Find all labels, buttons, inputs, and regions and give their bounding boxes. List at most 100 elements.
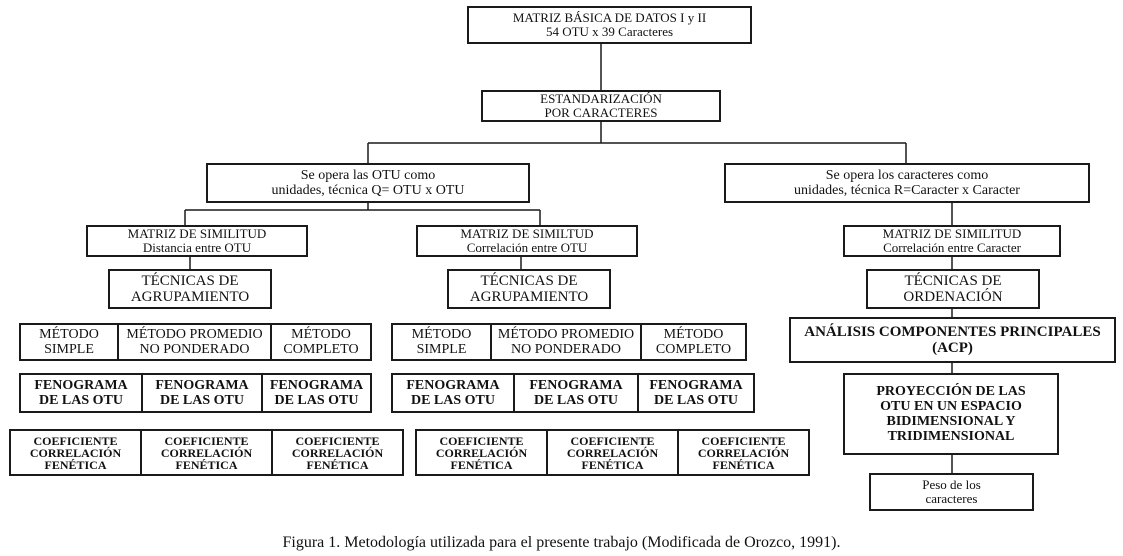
phenogram-line2: DE LAS OTU <box>653 393 739 408</box>
phenogram-line1: FENOGRAMA <box>529 377 623 393</box>
phenogram-line2: DE LAS OTU <box>533 393 619 408</box>
projection-line4: TRIDIMENSIONAL <box>887 429 1015 445</box>
right-method-simple-box: MÉTODO SIMPLE <box>391 323 492 361</box>
right-similarity-matrix-box: MATRIZ DE SIMILTUD Correlación entre OTU <box>416 225 638 257</box>
phenogram-line2: DE LAS OTU <box>38 393 124 408</box>
phenogram-line1: FENOGRAMA <box>406 377 500 393</box>
r-technique-box: Se opera los caracteres como unidades, t… <box>724 163 1090 203</box>
root-title: MATRIZ BÁSICA DE DATOS I y II <box>512 9 707 25</box>
standardization-line1: ESTANDARIZACIÓN <box>540 90 662 106</box>
coefficient-line2: CORRELACIÓN <box>291 445 384 460</box>
method-line1: MÉTODO <box>663 326 724 342</box>
weight-line1: Peso de los <box>922 476 981 492</box>
method-line2: NO PONDERADO <box>510 342 622 357</box>
right-coefficient-1-box: COEFICIENTE CORRELACIÓN FENÉTICA <box>415 429 548 476</box>
right-phenogram-3-box: FENOGRAMA DE LAS OTU <box>637 373 755 413</box>
left-grouping-technique-box: TÉCNICAS DE AGRUPAMIENTO <box>108 269 272 309</box>
phenogram-line2: DE LAS OTU <box>274 393 359 408</box>
root-subtitle: 54 OTU x 39 Caracteres <box>545 24 674 39</box>
phenogram-line1: FENOGRAMA <box>34 377 128 393</box>
coefficient-line1: COEFICIENTE <box>701 433 786 448</box>
phenogram-line1: FENOGRAMA <box>649 377 743 393</box>
method-line1: MÉTODO <box>291 326 351 342</box>
right-grouping-technique-box: TÉCNICAS DE AGRUPAMIENTO <box>447 269 611 309</box>
r-matrix-line2: Correlación entre Caracter <box>883 240 1021 255</box>
coefficient-line1: COEFICIENTE <box>439 433 524 448</box>
coefficient-line3: FENÉTICA <box>44 457 107 472</box>
standardization-box: ESTANDARIZACIÓN POR CARACTERES <box>481 90 721 122</box>
right-phenogram-2-box: FENOGRAMA DE LAS OTU <box>513 373 639 413</box>
right-technique-line1: TÉCNICAS DE <box>480 272 578 289</box>
coefficient-line3: FENÉTICA <box>175 457 238 472</box>
left-phenogram-3-box: FENOGRAMA DE LAS OTU <box>261 373 372 413</box>
right-technique-line2: AGRUPAMIENTO <box>469 289 589 305</box>
left-technique-line1: TÉCNICAS DE <box>141 272 239 289</box>
ordination-line2: ORDENACIÓN <box>903 289 1003 305</box>
coefficient-line3: FENÉTICA <box>712 457 775 472</box>
right-matrix-line2: Correlación entre OTU <box>466 240 588 255</box>
coefficient-line2: CORRELACIÓN <box>160 445 253 460</box>
coefficient-line3: FENÉTICA <box>306 457 369 472</box>
projection-line1: PROYECCIÓN DE LAS <box>876 383 1026 399</box>
phenogram-line2: DE LAS OTU <box>410 393 496 408</box>
phenogram-line2: DE LAS OTU <box>159 393 245 408</box>
method-line2: COMPLETO <box>283 342 359 357</box>
coefficient-line2: CORRELACIÓN <box>435 445 528 460</box>
ordination-technique-box: TÉCNICAS DE ORDENACIÓN <box>866 269 1040 309</box>
method-line2: NO PONDERADO <box>139 342 250 357</box>
weight-line2: caracteres <box>925 491 978 506</box>
ordination-line1: TÉCNICAS DE <box>904 272 1002 289</box>
acp-line1: ANÁLISIS COMPONENTES PRINCIPALES <box>804 323 1101 340</box>
r-header-line2: unidades, técnica R=Caracter x Caracter <box>794 183 1020 198</box>
right-coefficient-2-box: COEFICIENTE CORRELACIÓN FENÉTICA <box>546 429 679 476</box>
left-coefficient-3-box: COEFICIENTE CORRELACIÓN FENÉTICA <box>271 429 404 476</box>
right-method-complete-box: MÉTODO COMPLETO <box>640 323 747 361</box>
q-header-line1: Se opera las OTU como <box>300 167 436 183</box>
coefficient-line1: COEFICIENTE <box>295 433 380 448</box>
left-coefficient-1-box: COEFICIENTE CORRELACIÓN FENÉTICA <box>9 429 142 476</box>
coefficient-line3: FENÉTICA <box>581 457 644 472</box>
left-phenogram-2-box: FENOGRAMA DE LAS OTU <box>141 373 263 413</box>
method-line1: MÉTODO PROMEDIO <box>126 326 263 342</box>
left-method-simple-box: MÉTODO SIMPLE <box>19 323 119 361</box>
figure-caption: Figura 1. Metodología utilizada para el … <box>282 534 841 551</box>
left-technique-line2: AGRUPAMIENTO <box>130 289 250 305</box>
standardization-line2: POR CARACTERES <box>544 105 658 120</box>
coefficient-line2: CORRELACIÓN <box>697 445 790 460</box>
q-header-line2: unidades, técnica Q= OTU x OTU <box>271 183 465 198</box>
coefficient-line1: COEFICIENTE <box>164 433 249 448</box>
coefficient-line3: FENÉTICA <box>450 457 513 472</box>
character-weight-box: Peso de los caracteres <box>869 473 1034 511</box>
acp-box: ANÁLISIS COMPONENTES PRINCIPALES (ACP) <box>789 317 1116 363</box>
left-phenogram-1-box: FENOGRAMA DE LAS OTU <box>19 373 143 413</box>
left-similarity-matrix-box: MATRIZ DE SIMILITUD Distancia entre OTU <box>86 225 308 257</box>
root-data-matrix-box: MATRIZ BÁSICA DE DATOS I y II 54 OTU x 3… <box>467 6 752 44</box>
projection-line3: BIDIMENSIONAL Y <box>886 414 1016 429</box>
right-coefficient-3-box: COEFICIENTE CORRELACIÓN FENÉTICA <box>677 429 810 476</box>
acp-line2: (ACP) <box>932 340 973 356</box>
r-header-line1: Se opera los caracteres como <box>825 167 989 183</box>
projection-line2: OTU EN UN ESPACIO <box>880 398 1022 414</box>
left-matrix-line2: Distancia entre OTU <box>142 240 252 255</box>
left-method-complete-box: MÉTODO COMPLETO <box>270 323 372 361</box>
left-method-average-box: MÉTODO PROMEDIO NO PONDERADO <box>117 323 272 361</box>
method-line2: SIMPLE <box>416 342 467 357</box>
method-line2: SIMPLE <box>44 342 94 357</box>
right-matrix-line1: MATRIZ DE SIMILTUD <box>460 225 594 241</box>
projection-box: PROYECCIÓN DE LAS OTU EN UN ESPACIO BIDI… <box>843 373 1059 455</box>
r-similarity-matrix-box: MATRIZ DE SIMILITUD Correlación entre Ca… <box>843 225 1061 257</box>
r-matrix-line1: MATRIZ DE SIMILITUD <box>882 225 1022 241</box>
q-technique-box: Se opera las OTU como unidades, técnica … <box>206 163 530 203</box>
phenogram-line1: FENOGRAMA <box>269 377 364 393</box>
method-line1: MÉTODO PROMEDIO <box>497 326 635 342</box>
left-coefficient-2-box: COEFICIENTE CORRELACIÓN FENÉTICA <box>140 429 273 476</box>
coefficient-line1: COEFICIENTE <box>33 433 118 448</box>
coefficient-line2: CORRELACIÓN <box>29 445 122 460</box>
right-phenogram-1-box: FENOGRAMA DE LAS OTU <box>391 373 515 413</box>
right-method-average-box: MÉTODO PROMEDIO NO PONDERADO <box>490 323 642 361</box>
method-line2: COMPLETO <box>655 342 732 357</box>
method-line1: MÉTODO <box>39 326 99 342</box>
coefficient-line2: CORRELACIÓN <box>566 445 659 460</box>
phenogram-line1: FENOGRAMA <box>155 377 249 393</box>
